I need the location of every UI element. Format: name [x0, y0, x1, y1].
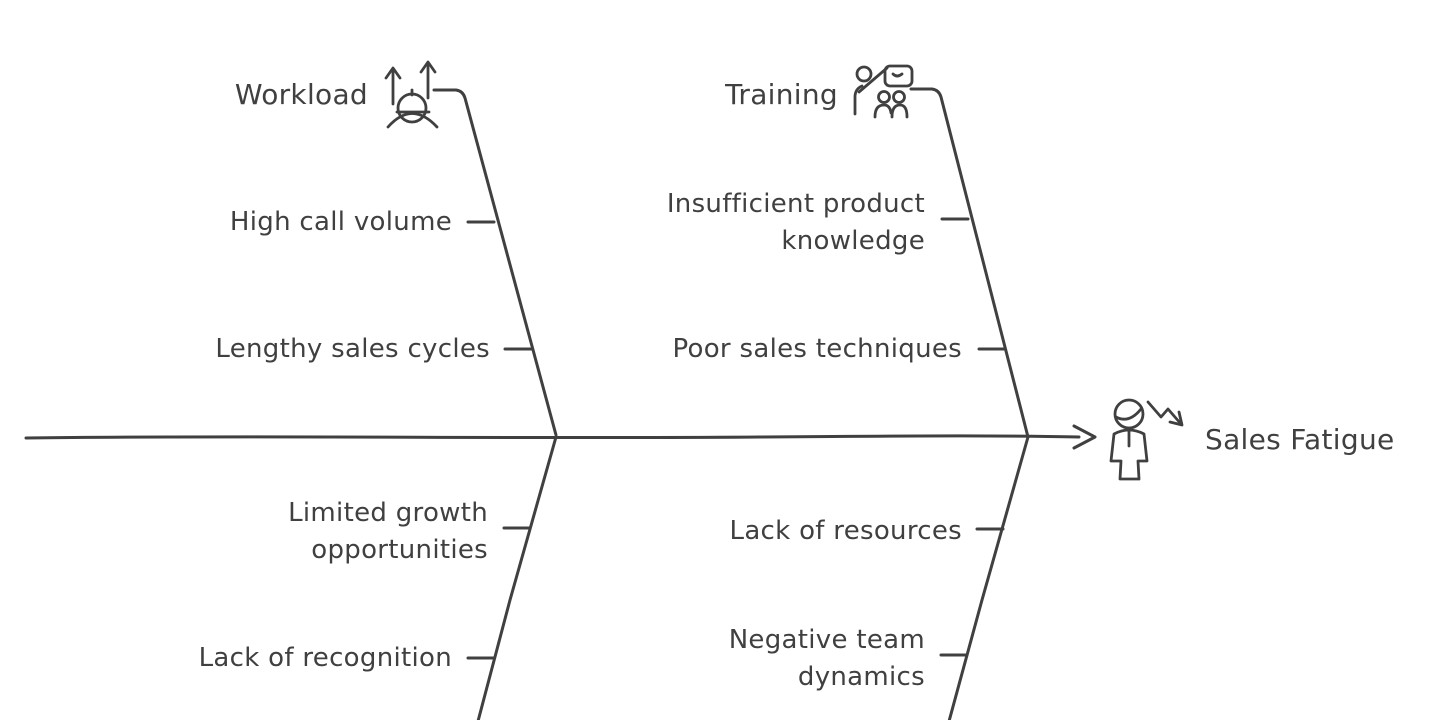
bone-bottom-right: [939, 435, 1030, 720]
bone-bottom-left: [466, 435, 558, 720]
presenter-whiteboard-audience-icon: [853, 64, 914, 119]
spine-arrowhead-icon: [1072, 424, 1097, 450]
cause-label-poor-sales-techniques: Poor sales techniques: [672, 334, 962, 364]
cause-label-lack-of-resources: Lack of resources: [729, 516, 962, 546]
cause-label-lack-of-recognition: Lack of recognition: [198, 643, 452, 673]
bone-workload: [432, 88, 558, 437]
decline-arrow-icon: [1146, 400, 1183, 426]
effect-label-sales-fatigue: Sales Fatigue: [1205, 423, 1395, 456]
cause-label-negative-team-dynamics: Negative team dynamics: [728, 625, 925, 692]
cause-label-lengthy-sales-cycles: Lengthy sales cycles: [215, 334, 490, 364]
bone-training: [909, 87, 1030, 439]
cause-label-limited-growth-opportunities: Limited growth opportunities: [288, 498, 488, 565]
cause-label-insufficient-product-knowledge: Insufficient product knowledge: [666, 189, 925, 256]
spine-line: [24, 424, 1097, 450]
category-label-training: Training: [725, 78, 838, 111]
fatigued-person-decline-icon: [1109, 398, 1184, 481]
person-rising-arrows-icon: [384, 60, 439, 129]
cause-label-high-call-volume: High call volume: [229, 207, 452, 237]
category-label-workload: Workload: [234, 78, 368, 111]
